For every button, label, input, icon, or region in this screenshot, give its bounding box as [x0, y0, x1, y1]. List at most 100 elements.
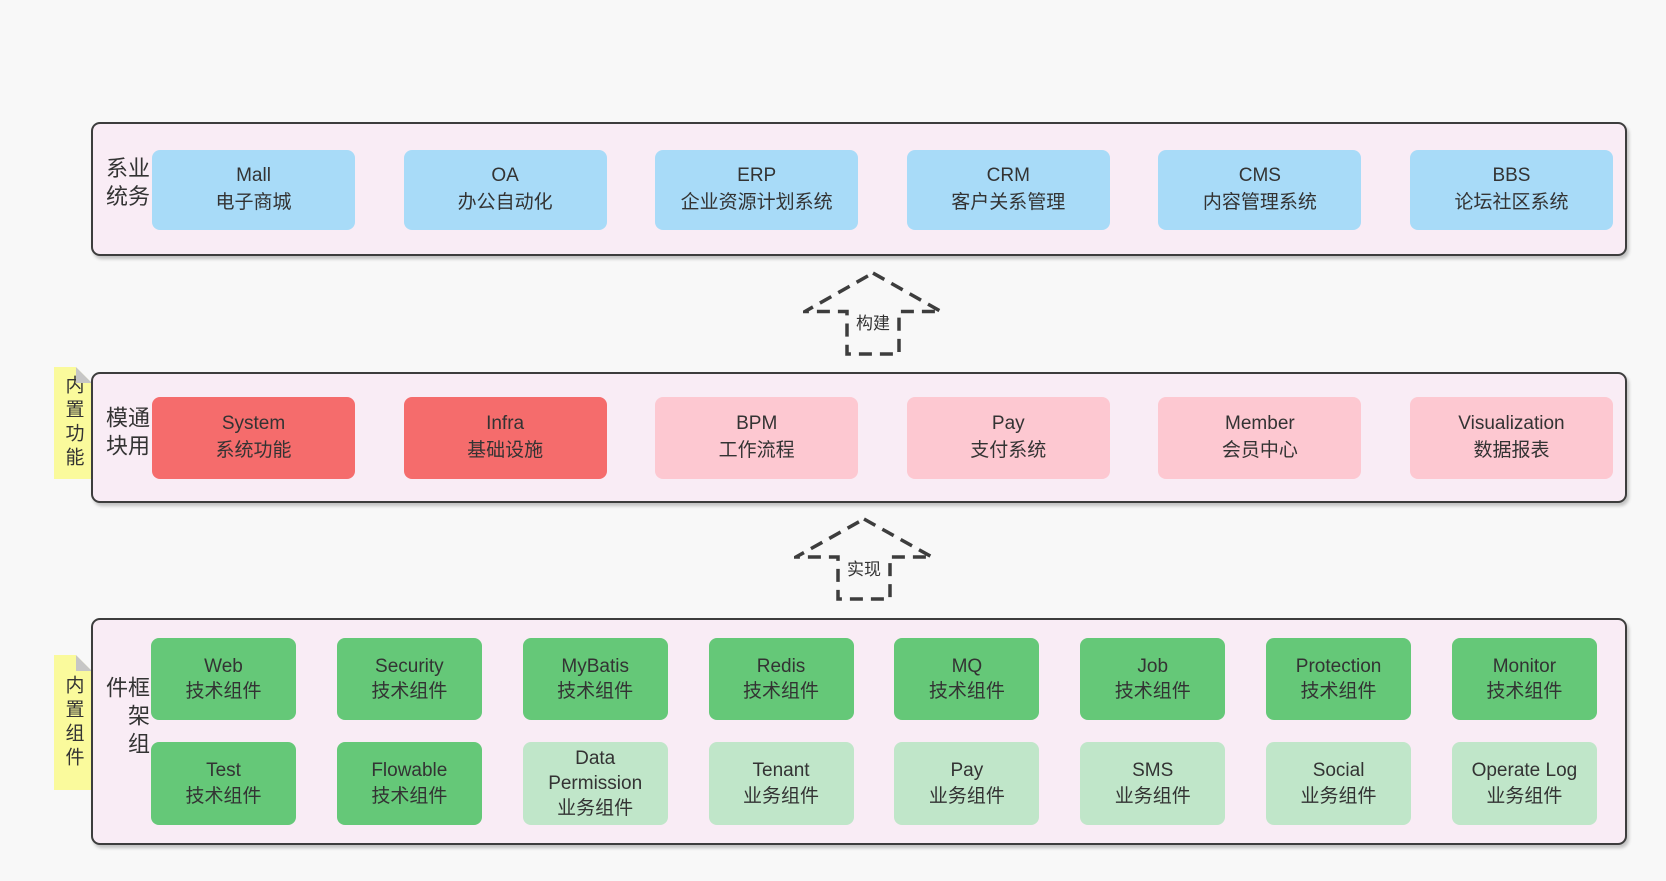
system-box-bbs: BBS 论坛社区系统 — [1409, 150, 1613, 230]
box-title: BBS — [1492, 165, 1531, 187]
box-title: ERP — [737, 165, 777, 187]
box-subtitle: 办公自动化 — [457, 192, 553, 213]
box-title: MyBatis — [561, 655, 629, 677]
box-subtitle: 业务组件 — [743, 785, 820, 807]
box-title: Pay — [950, 760, 984, 782]
component-box-security: Security 技术组件 — [336, 638, 482, 720]
box-subtitle: 业务组件 — [1300, 785, 1377, 807]
box-title: Protection — [1295, 655, 1382, 677]
built-in-components-label: 内置组件 — [62, 674, 84, 771]
box-subtitle: 技术组件 — [371, 785, 448, 807]
common-modules-label: 通用模块 — [103, 405, 150, 462]
component-box-job: Job 技术组件 — [1080, 638, 1226, 720]
box-subtitle: 技术组件 — [1300, 681, 1377, 702]
component-box-test: Test 技术组件 — [151, 742, 296, 825]
box-subtitle: 支付系统 — [970, 440, 1047, 461]
system-box-crm: CRM 客户关系管理 — [906, 150, 1110, 230]
component-box-social: Social 业务组件 — [1266, 742, 1412, 825]
component-box-data-permission: Data Permission 业务组件 — [522, 742, 668, 825]
box-title: CMS — [1238, 165, 1281, 187]
box-subtitle: 工作流程 — [718, 440, 795, 461]
box-title: Operate Log — [1471, 760, 1578, 782]
box-title: BPM — [736, 413, 778, 435]
box-subtitle: 技术组件 — [928, 681, 1005, 702]
component-box-operate-log: Operate Log 业务组件 — [1451, 742, 1597, 825]
component-box-web: Web 技术组件 — [151, 638, 296, 720]
business-systems-label: 业务系统 — [103, 156, 150, 213]
system-box-mall: Mall 电子商城 — [152, 150, 355, 230]
box-subtitle: 电子商城 — [215, 192, 292, 213]
box-subtitle: 技术组件 — [185, 681, 262, 702]
folded-corner-icon — [76, 655, 92, 671]
implement-arrow-label: 实现 — [843, 555, 885, 580]
component-box-pay: Pay 业务组件 — [894, 742, 1040, 825]
box-title: Social — [1312, 760, 1365, 782]
business-systems-row: Mall 电子商城 OA 办公自动化 ERP 企业资源计划系统 CRM 客户关系管理 CMS 内容… — [152, 150, 1613, 230]
box-title: Test — [206, 760, 241, 782]
box-subtitle: 系统功能 — [215, 440, 292, 461]
build-arrow-label: 构建 — [852, 309, 894, 334]
dashed-up-arrow-shape — [794, 517, 934, 601]
component-box-protection: Protection 技术组件 — [1266, 638, 1412, 720]
box-title: CRM — [986, 165, 1030, 187]
box-title: Data Permission — [548, 747, 643, 794]
box-subtitle: 数据报表 — [1473, 440, 1550, 461]
box-subtitle: 技术组件 — [1114, 681, 1191, 702]
box-subtitle: 技术组件 — [557, 681, 634, 702]
system-box-oa: OA 办公自动化 — [403, 150, 607, 230]
folded-corner-icon — [76, 367, 92, 383]
box-subtitle: 技术组件 — [1486, 681, 1563, 702]
box-subtitle: 技术组件 — [371, 681, 448, 702]
module-box-member: Member 会员中心 — [1158, 397, 1362, 479]
system-box-erp: ERP 企业资源计划系统 — [655, 150, 859, 230]
box-subtitle: 论坛社区系统 — [1454, 192, 1569, 213]
box-title: Tenant — [752, 760, 810, 782]
box-title: Member — [1225, 413, 1295, 435]
build-arrow: 构建 — [803, 271, 943, 356]
box-subtitle: 企业资源计划系统 — [680, 192, 833, 213]
box-title: Job — [1137, 655, 1169, 677]
box-subtitle: 会员中心 — [1221, 440, 1298, 461]
box-title: Mall — [236, 165, 271, 187]
dashed-up-arrow-shape — [803, 271, 943, 356]
component-box-sms: SMS 业务组件 — [1080, 742, 1226, 825]
box-subtitle: 技术组件 — [743, 681, 820, 702]
component-box-redis: Redis 技术组件 — [708, 638, 854, 720]
box-subtitle: 业务组件 — [928, 785, 1005, 807]
box-title: System — [221, 413, 286, 435]
box-subtitle: 业务组件 — [1486, 785, 1563, 807]
box-subtitle: 业务组件 — [1114, 785, 1191, 807]
box-title: Flowable — [371, 760, 448, 782]
framework-components-label: 框架组件 — [103, 675, 150, 760]
box-title: MQ — [951, 655, 983, 677]
box-title: Security — [375, 655, 444, 677]
box-title: SMS — [1132, 760, 1174, 782]
built-in-features-label: 内置功能 — [62, 375, 84, 471]
box-subtitle: 内容管理系统 — [1202, 192, 1317, 213]
component-box-tenant: Tenant 业务组件 — [708, 742, 854, 825]
component-box-flowable: Flowable 技术组件 — [336, 742, 482, 825]
box-title: Web — [204, 655, 243, 677]
box-subtitle: 基础设施 — [467, 440, 544, 461]
component-box-mybatis: MyBatis 技术组件 — [522, 638, 668, 720]
box-subtitle: 业务组件 — [557, 798, 634, 820]
box-title: OA — [491, 165, 519, 187]
system-box-cms: CMS 内容管理系统 — [1158, 150, 1362, 230]
business-systems-panel: 业务系统 Mall 电子商城 OA 办公自动化 ERP 企业资源计划系统 CRM 客户关系管理… — [91, 122, 1627, 256]
box-subtitle: 技术组件 — [185, 785, 262, 807]
box-title: Redis — [756, 655, 806, 677]
built-in-features-sticky: 内置功能 — [54, 367, 92, 479]
box-title: Infra — [486, 413, 525, 435]
implement-arrow: 实现 — [794, 517, 934, 601]
box-subtitle: 客户关系管理 — [951, 192, 1066, 213]
module-box-bpm: BPM 工作流程 — [655, 397, 859, 479]
